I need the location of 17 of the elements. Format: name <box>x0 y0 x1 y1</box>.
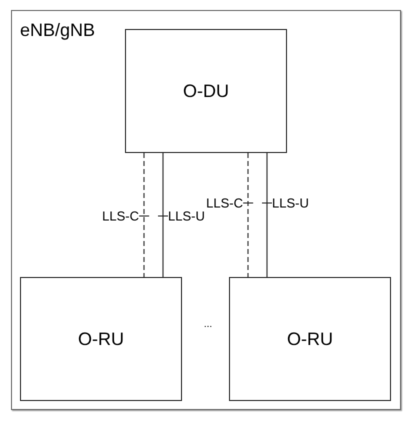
process-box <box>20 277 182 401</box>
dashed-connector <box>247 153 249 277</box>
node-label: O-RU <box>287 329 333 349</box>
process-box <box>125 29 287 153</box>
process-box <box>229 277 391 401</box>
edge-label: LLS-C <box>206 196 243 210</box>
connector-line <box>162 153 164 277</box>
edge-label: LLS-C <box>102 208 139 224</box>
edge-label: LLS-U <box>272 196 309 210</box>
connector-line <box>266 153 268 277</box>
edge-label: LLS-U <box>168 208 205 224</box>
ellipsis-text: ... <box>204 320 212 330</box>
group-title: eNB/gNB <box>20 20 96 40</box>
container-box <box>11 10 401 410</box>
node-label: O-DU <box>183 81 229 101</box>
node-label: O-RU <box>78 329 124 349</box>
dashed-connector <box>143 153 145 277</box>
